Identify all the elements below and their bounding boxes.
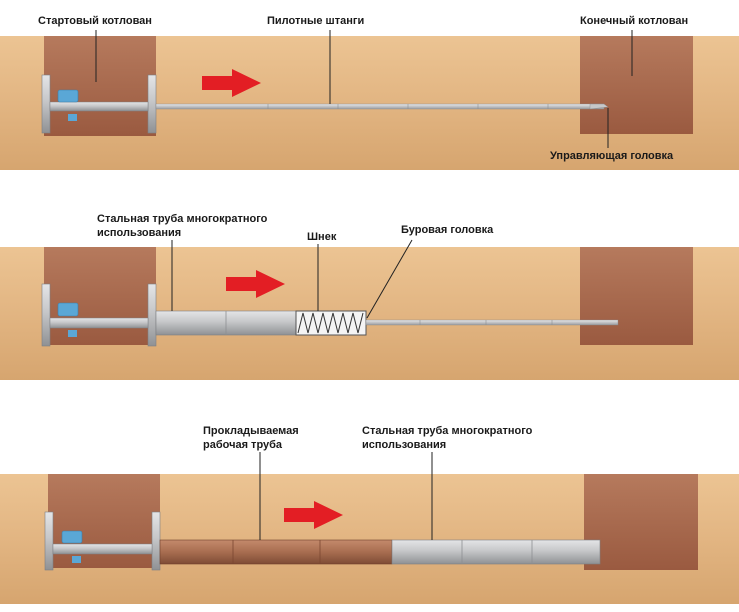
pilot-rods [155,103,605,110]
direction-arrow [226,270,285,298]
jacking-frame-right-plate [147,283,157,347]
end-pit [580,247,693,345]
steel-casing-pipe [391,539,601,565]
steel-pipe-label-line2: использования [97,227,182,239]
motor-icon [57,89,79,103]
end-pit [584,474,698,570]
direction-arrow [284,501,343,529]
jacking-frame-left-plate [44,511,54,571]
work-pipe-label-line2: рабочая труба [203,439,283,451]
jacking-frame-right-plate [147,74,157,134]
panel-pilot-drilling [0,30,739,170]
end-pit-label: Конечный котлован [580,15,689,27]
direction-arrow [202,69,261,97]
steel-pipe-label: Стальная труба многократного использован… [97,212,267,240]
auger-flights [297,312,364,334]
steel-pipe-label-line1: Стальная труба многократного [97,213,268,225]
motor-icon [57,302,79,317]
motor-base-icon [68,114,77,121]
jacking-frame-right-plate [151,511,161,571]
jacking-rail [49,317,149,329]
work-pipe-label: Прокладываемая рабочая труба [203,424,299,452]
start-pit-label: Стартовый котлован [38,15,152,27]
work-pipe [159,539,393,565]
steel-pipe-label-2-line1: Стальная труба многократного [362,425,533,437]
work-pipe-label-line1: Прокладываемая [203,425,299,437]
jacking-rail [52,543,153,555]
steering-head-label: Управляющая головка [550,150,674,162]
steering-head [589,103,609,110]
pilot-rods-label: Пилотные штанги [267,15,365,27]
jacking-frame-left-plate [41,74,51,134]
motor-base-icon [68,330,77,337]
end-pit [580,36,693,134]
motor-base-icon [72,556,81,563]
steel-pipe-label-2-line2: использования [362,439,447,451]
panel-auger-boring [0,239,739,380]
panel-pipe-installation [0,452,739,604]
start-pit [44,36,156,136]
auger-label: Шнек [307,231,337,243]
motor-icon [61,530,83,544]
start-pit [44,247,156,345]
pilot-rods [365,319,619,326]
jacking-rail [49,101,149,112]
drill-head-label: Буровая головка [401,224,494,236]
steel-pipe-label-2: Стальная труба многократного использован… [362,424,532,452]
jacking-frame-left-plate [41,283,51,347]
